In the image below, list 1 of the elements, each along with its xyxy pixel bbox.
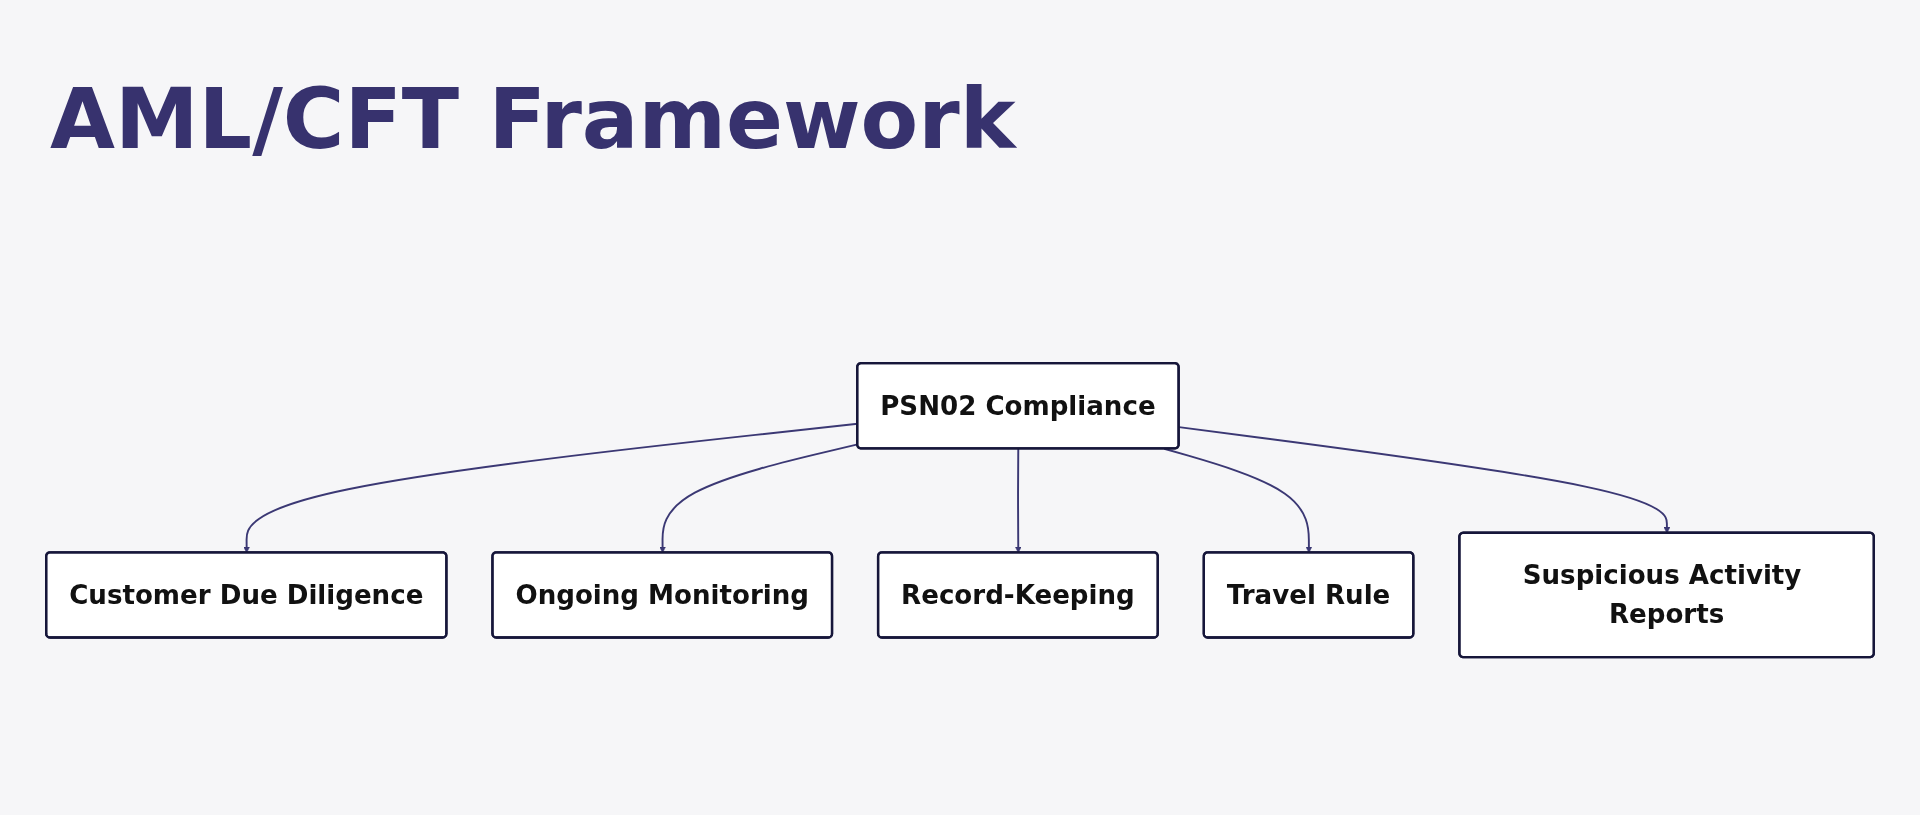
title: AML/CFT Framework: [50, 70, 1016, 168]
